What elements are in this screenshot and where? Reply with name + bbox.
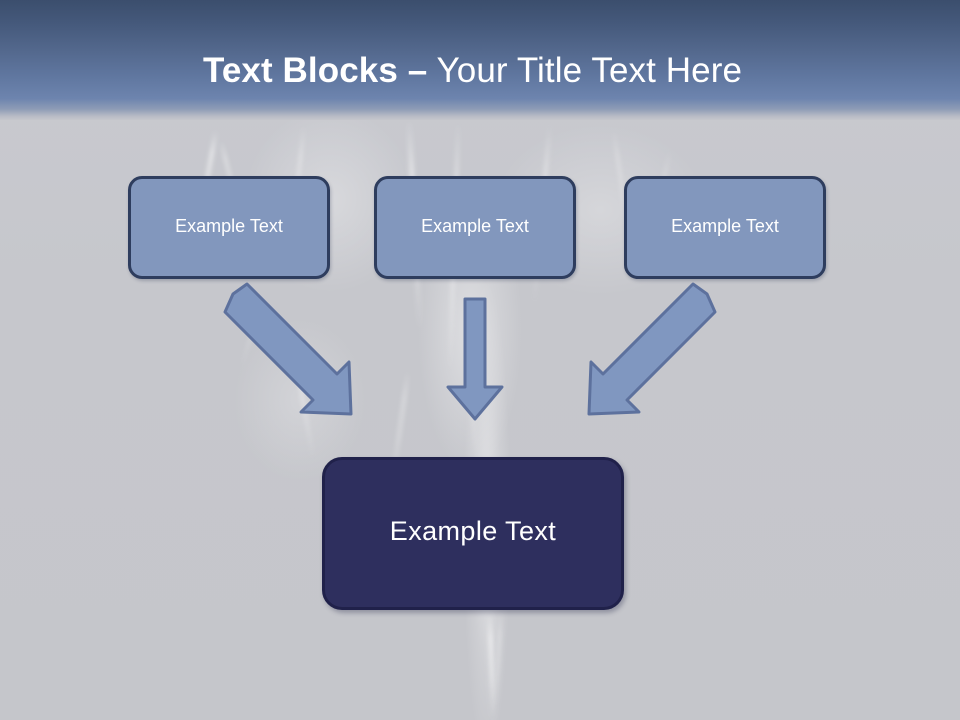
smoke-wisp <box>239 301 264 369</box>
page-title-bold: Text Blocks – <box>202 51 428 90</box>
smoke-wisp <box>288 330 316 460</box>
smoke-wisp <box>494 611 503 708</box>
text-block-1-label: Example Text <box>175 216 283 236</box>
text-block-2-label: Example Text <box>421 216 529 236</box>
text-block-3[interactable]: Example Text <box>624 176 826 279</box>
result-text-block[interactable]: Example Text <box>322 457 624 610</box>
result-text-block-label: Example Text <box>389 516 557 546</box>
text-block-2[interactable]: Example Text <box>374 176 576 279</box>
page-title-rest: Your Title Text Here <box>427 51 743 90</box>
slide-header-band <box>0 0 960 120</box>
smoke-wisp <box>465 330 478 460</box>
smoke-wisp <box>487 611 496 720</box>
page-title: Text Blocks – Your Title Text Here <box>0 50 945 92</box>
text-block-1[interactable]: Example Text <box>128 176 330 279</box>
text-block-3-label: Example Text <box>671 216 779 236</box>
